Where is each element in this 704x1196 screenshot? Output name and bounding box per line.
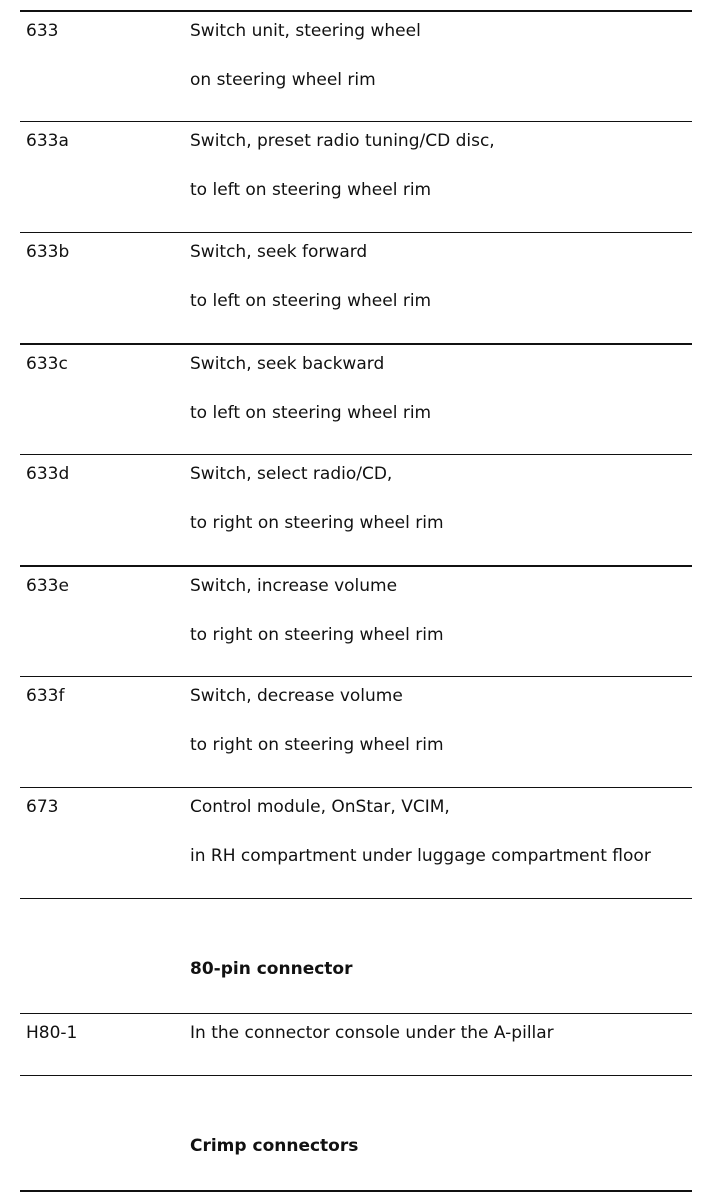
- component-code: 673: [26, 797, 59, 817]
- component-description: Switch, seek forward: [190, 242, 368, 262]
- component-description: Control module, OnStar, VCIM,: [190, 797, 450, 817]
- component-location: to right on steering wheel rim: [190, 625, 444, 645]
- connector-code: H80-1: [26, 1023, 78, 1043]
- section-heading-row: Crimp connectors: [20, 1075, 692, 1190]
- table-row: 633d Switch, select radio/CD, to right o…: [20, 454, 692, 565]
- component-location: to left on steering wheel rim: [190, 291, 432, 311]
- component-code: 633b: [26, 242, 70, 262]
- component-location: to right on steering wheel rim: [190, 735, 444, 755]
- component-description: Switch unit, steering wheel: [190, 21, 421, 41]
- component-description: Switch, select radio/CD,: [190, 464, 393, 484]
- component-description: Switch, seek backward: [190, 354, 385, 374]
- section-heading: 80-pin connector: [190, 959, 353, 979]
- component-description: Switch, preset radio tuning/CD disc,: [190, 131, 495, 151]
- component-location: in RH compartment under luggage compartm…: [190, 846, 651, 866]
- table-row: 633b Switch, seek forward to left on ste…: [20, 232, 692, 343]
- table-row: 673 Control module, OnStar, VCIM, in RH …: [20, 787, 692, 898]
- component-code: 633c: [26, 354, 68, 374]
- component-description: Switch, decrease volume: [190, 686, 403, 706]
- component-location: to left on steering wheel rim: [190, 403, 432, 423]
- table-row: 633e Switch, increase volume to right on…: [20, 565, 692, 676]
- component-location: on steering wheel rim: [190, 70, 376, 90]
- table-row: H80-1 In the connector console under the…: [20, 1013, 692, 1075]
- table-end-rule: [20, 1190, 692, 1192]
- component-code: 633a: [26, 131, 69, 151]
- component-code: 633d: [26, 464, 70, 484]
- component-location-table: 633 Switch unit, steering wheel on steer…: [20, 10, 692, 1192]
- connector-description: In the connector console under the A-pil…: [190, 1023, 554, 1043]
- table-row: 633 Switch unit, steering wheel on steer…: [20, 10, 692, 121]
- table-row: 633f Switch, decrease volume to right on…: [20, 676, 692, 787]
- table-row: 633a Switch, preset radio tuning/CD disc…: [20, 121, 692, 232]
- section-heading-row: 80-pin connector: [20, 898, 692, 1013]
- component-location: to left on steering wheel rim: [190, 180, 432, 200]
- component-code: 633f: [26, 686, 65, 706]
- component-location: to right on steering wheel rim: [190, 513, 444, 533]
- component-code: 633e: [26, 576, 69, 596]
- component-code: 633: [26, 21, 59, 41]
- table-row: 633c Switch, seek backward to left on st…: [20, 343, 692, 454]
- section-heading: Crimp connectors: [190, 1136, 359, 1156]
- component-description: Switch, increase volume: [190, 576, 398, 596]
